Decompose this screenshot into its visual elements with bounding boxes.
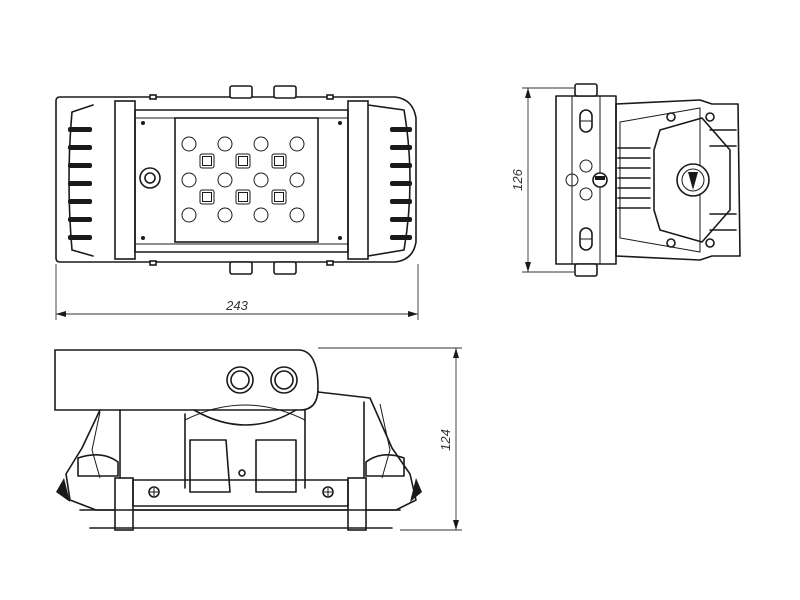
width-dimension-label: 243 bbox=[225, 298, 248, 313]
side-height-label: 126 bbox=[510, 168, 525, 190]
width-dimension: 243 bbox=[55, 264, 419, 320]
left-clamp-band bbox=[114, 100, 136, 260]
rear-height-label: 124 bbox=[438, 429, 453, 451]
rear-view bbox=[54, 349, 422, 531]
bottom-cable-glands bbox=[149, 260, 334, 275]
top-cable-glands bbox=[149, 85, 334, 100]
height-dimension-rear: 124 bbox=[318, 347, 462, 531]
rear-screws bbox=[148, 486, 334, 498]
adjustment-screw bbox=[139, 121, 342, 240]
rear-mounting-bar bbox=[54, 349, 319, 411]
left-cooling-fins bbox=[68, 127, 92, 240]
mounting-bracket bbox=[134, 109, 349, 253]
side-cooling-fins bbox=[617, 129, 737, 231]
height-dimension-side: 126 bbox=[510, 87, 574, 273]
right-cooling-fins bbox=[390, 127, 412, 240]
side-view bbox=[555, 83, 741, 277]
front-view bbox=[55, 85, 417, 275]
led-array bbox=[181, 136, 305, 223]
right-clamp-band bbox=[347, 100, 369, 260]
